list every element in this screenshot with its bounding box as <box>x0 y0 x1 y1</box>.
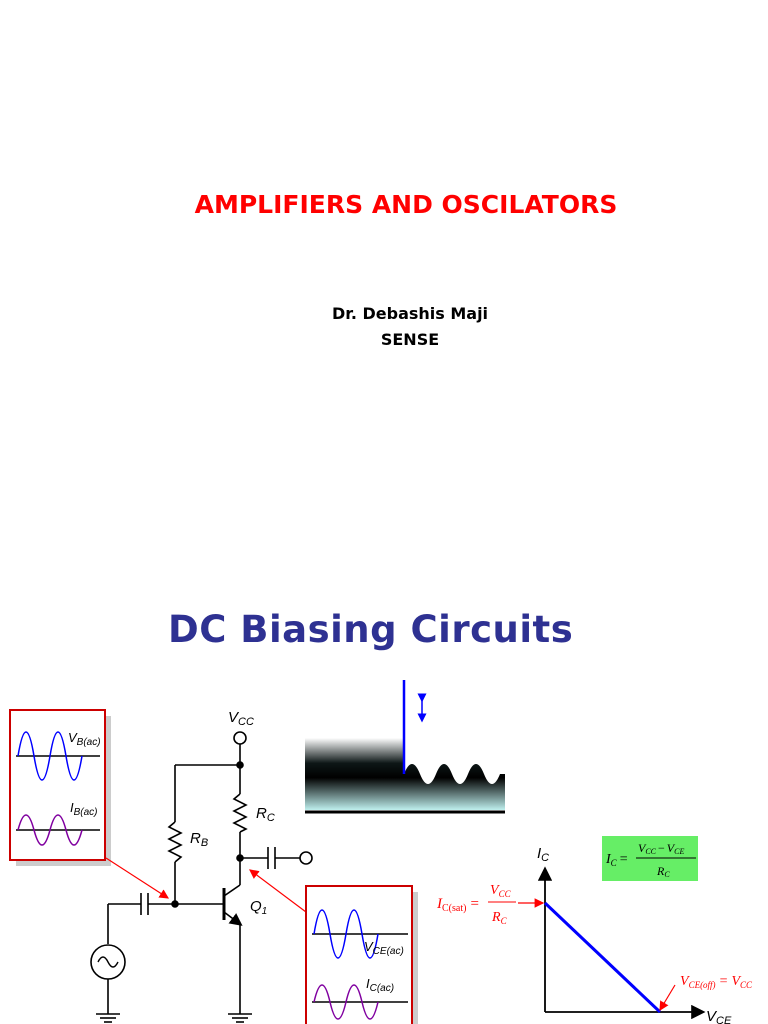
svg-text:VCE: VCE <box>706 1008 732 1024</box>
ib-waveform <box>17 814 83 846</box>
svg-text:IC=: IC= <box>605 852 628 868</box>
vb-waveform <box>17 731 83 781</box>
output-arrow <box>249 869 307 913</box>
x-axis-label: V <box>706 1008 718 1024</box>
q1-label: Q <box>250 898 262 915</box>
rb-label: R <box>190 830 201 847</box>
load-line <box>543 901 662 1014</box>
author-affiliation: SENSE <box>380 330 440 349</box>
svg-text:VCC−VCE: VCC−VCE <box>638 841 684 856</box>
svg-text:IB(ac): IB(ac) <box>70 800 98 818</box>
svg-text:IC: IC <box>537 845 549 864</box>
vce-off-formula: VCE(off)=VCC <box>680 974 753 990</box>
input-arrow <box>105 857 170 899</box>
amplifier-circuit <box>90 731 313 1023</box>
presentation-title: AMPLIFIERS AND OSCILATORS <box>194 190 618 219</box>
collector-current-equation: IC= VCC−VCE RC <box>602 836 698 881</box>
svg-text:Q1: Q1 <box>250 898 267 917</box>
vb-label: V <box>68 730 78 745</box>
input-signal-box: VB(ac) IB(ac) <box>9 709 111 866</box>
y-axis-label: I <box>537 845 541 862</box>
svg-text:IC(ac): IC(ac) <box>366 976 394 994</box>
vce-label: V <box>364 939 374 954</box>
bias-wave-illustration <box>305 680 505 814</box>
svg-text:RB: RB <box>190 830 208 849</box>
vcc-label: V <box>228 709 240 726</box>
author-block: Dr. Debashis Maji SENSE <box>0 301 768 353</box>
svg-text:VCC: VCC <box>228 709 254 728</box>
output-signal-box: VCE(ac) IC(ac) <box>305 885 418 1024</box>
ib-label: I <box>70 800 74 815</box>
svg-text:VB(ac): VB(ac) <box>68 730 101 748</box>
svg-text:VCE(off)=VCC: VCE(off)=VCC <box>680 974 753 990</box>
svg-text:VCE(ac): VCE(ac) <box>364 939 404 957</box>
svg-text:IC(sat)=: IC(sat)= <box>436 896 479 914</box>
load-line-graph: IC VCE IC(sat)= VCC RC VCE(off)=VCC IC= … <box>436 836 753 1024</box>
ic-sat-formula: IC(sat)= VCC RC <box>436 883 516 926</box>
ic-label: I <box>366 976 370 991</box>
svg-text:RC: RC <box>491 910 508 926</box>
rc-label: R <box>256 805 267 822</box>
svg-text:RC: RC <box>656 864 670 879</box>
vce-waveform <box>313 909 379 959</box>
section-heading: DC Biasing Circuits <box>168 608 574 651</box>
svg-text:VCC: VCC <box>490 883 512 899</box>
author-name: Dr. Debashis Maji <box>331 304 489 323</box>
svg-text:RC: RC <box>256 805 275 824</box>
ic-waveform <box>313 984 379 1020</box>
